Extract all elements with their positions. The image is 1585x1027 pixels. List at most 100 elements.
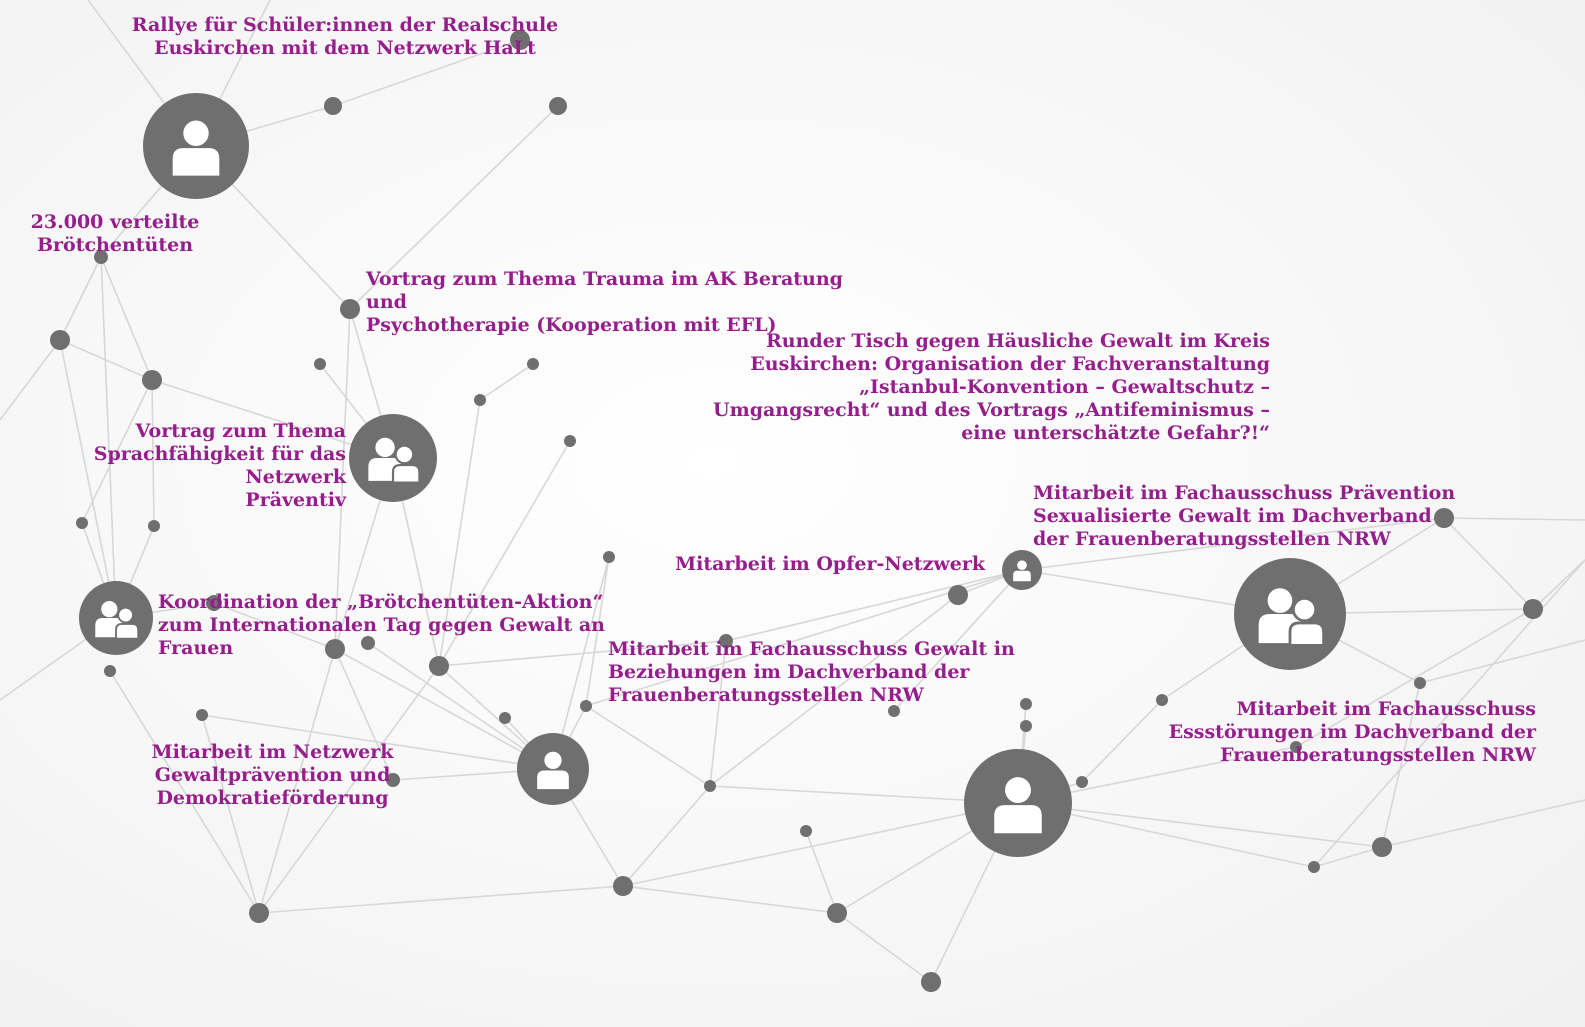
network-edge: [334, 648, 394, 781]
network-node: [1414, 677, 1426, 689]
network-node: [148, 520, 160, 532]
network-edge: [709, 640, 727, 787]
label-koordination-broetchentueten: Koordination der „Brötchentüten-Aktion“ …: [158, 591, 605, 659]
network-node: [510, 30, 530, 50]
network-node: [249, 903, 269, 923]
network-edge: [836, 912, 932, 983]
network-node: [1290, 741, 1302, 753]
person-node: [517, 733, 589, 805]
person-icon: [172, 120, 220, 176]
network-edge: [258, 885, 624, 914]
icon-nodes-layer: [79, 93, 1346, 857]
network-node: [800, 825, 812, 837]
network-edge: [585, 705, 711, 787]
network-edge: [332, 39, 521, 107]
network-node: [527, 358, 539, 370]
person-icon: [994, 777, 1042, 834]
label-netzwerk-gewaltpraevention: Mitarbeit im Netzwerk Gewaltprävention u…: [151, 741, 394, 809]
group-node: [349, 414, 437, 502]
group-node: [1234, 558, 1346, 670]
network-edge: [1443, 517, 1534, 610]
network-edge: [201, 714, 260, 914]
network-node: [921, 972, 941, 992]
network-edge: [100, 256, 117, 619]
network-edge: [438, 640, 727, 667]
network-node: [564, 435, 576, 447]
network-edge: [438, 440, 571, 667]
network-edge: [893, 569, 1023, 712]
group-icon: [368, 437, 421, 484]
network-node: [499, 712, 511, 724]
network-edge: [622, 785, 711, 887]
group-icon: [1258, 588, 1326, 647]
network-edge: [1295, 608, 1534, 748]
network-edge: [479, 363, 534, 401]
network-node: [948, 585, 968, 605]
network-edge: [1021, 517, 1445, 571]
network-edge: [151, 379, 155, 527]
network-node: [324, 97, 342, 115]
network-edge: [1381, 682, 1421, 848]
network-node: [1308, 861, 1320, 873]
network-node: [1076, 776, 1088, 788]
group-icon: [95, 600, 140, 640]
network-edge: [367, 642, 554, 770]
network-edge: [258, 665, 440, 914]
network-node: [1020, 698, 1032, 710]
network-node: [50, 330, 70, 350]
network-node: [94, 250, 108, 264]
network-edge: [622, 802, 1019, 887]
network-node: [196, 709, 208, 721]
person-node: [964, 749, 1072, 857]
network-edge: [1532, 559, 1585, 610]
person-icon: [1013, 560, 1031, 582]
network-node: [1523, 599, 1543, 619]
label-runder-tisch: Runder Tisch gegen Häusliche Gewalt im K…: [713, 330, 1270, 444]
network-edge: [59, 339, 117, 619]
network-edge: [109, 670, 260, 914]
network-edge: [1443, 517, 1585, 521]
label-fachausschuss-gewalt: Mitarbeit im Fachausschuss Gewalt in Bez…: [608, 638, 1015, 706]
network-node: [361, 636, 375, 650]
network-node: [474, 394, 486, 406]
person-icon: [537, 751, 569, 790]
label-vortrag-trauma: Vortrag zum Thema Trauma im AK Beratung …: [366, 268, 843, 336]
network-node: [76, 517, 88, 529]
network-edge: [725, 569, 1023, 642]
network-node: [206, 595, 222, 611]
network-node: [719, 634, 733, 648]
network-edge: [258, 648, 336, 914]
label-broetchentueten-count: 23.000 verteilte Brötchentüten: [30, 211, 200, 256]
network-edge: [438, 399, 481, 667]
network-edge: [552, 556, 610, 770]
network-node: [142, 370, 162, 390]
network-node: [386, 773, 400, 787]
network-edge: [100, 256, 153, 381]
network-node: [325, 639, 345, 659]
network-edge: [349, 105, 559, 310]
network-edge: [1381, 799, 1585, 848]
network-node: [1372, 837, 1392, 857]
network-node: [549, 97, 567, 115]
label-fachausschuss-essstoerungen: Mitarbeit im Fachausschuss Essstörungen …: [1168, 698, 1536, 766]
network-edge: [1419, 639, 1585, 684]
network-node: [340, 299, 360, 319]
network-node: [580, 700, 592, 712]
person-node: [1002, 550, 1042, 590]
network-node: [827, 903, 847, 923]
network-node: [888, 705, 900, 717]
network-edge: [213, 602, 336, 650]
network-edge: [805, 830, 838, 914]
network-node: [1020, 720, 1032, 732]
label-vortrag-sprachfaehigkeit: Vortrag zum Thema Sprachfähigkeit für da…: [93, 420, 346, 511]
network-edge: [59, 256, 102, 341]
network-edge: [622, 885, 838, 914]
label-rallye: Rallye für Schüler:innen der Realschule …: [131, 14, 559, 59]
person-node: [143, 93, 249, 199]
nodes-layer: [50, 30, 1543, 992]
network-edge: [334, 308, 351, 650]
label-opfer-netzwerk: Mitarbeit im Opfer-Netzwerk: [675, 553, 985, 575]
group-node: [79, 581, 153, 655]
